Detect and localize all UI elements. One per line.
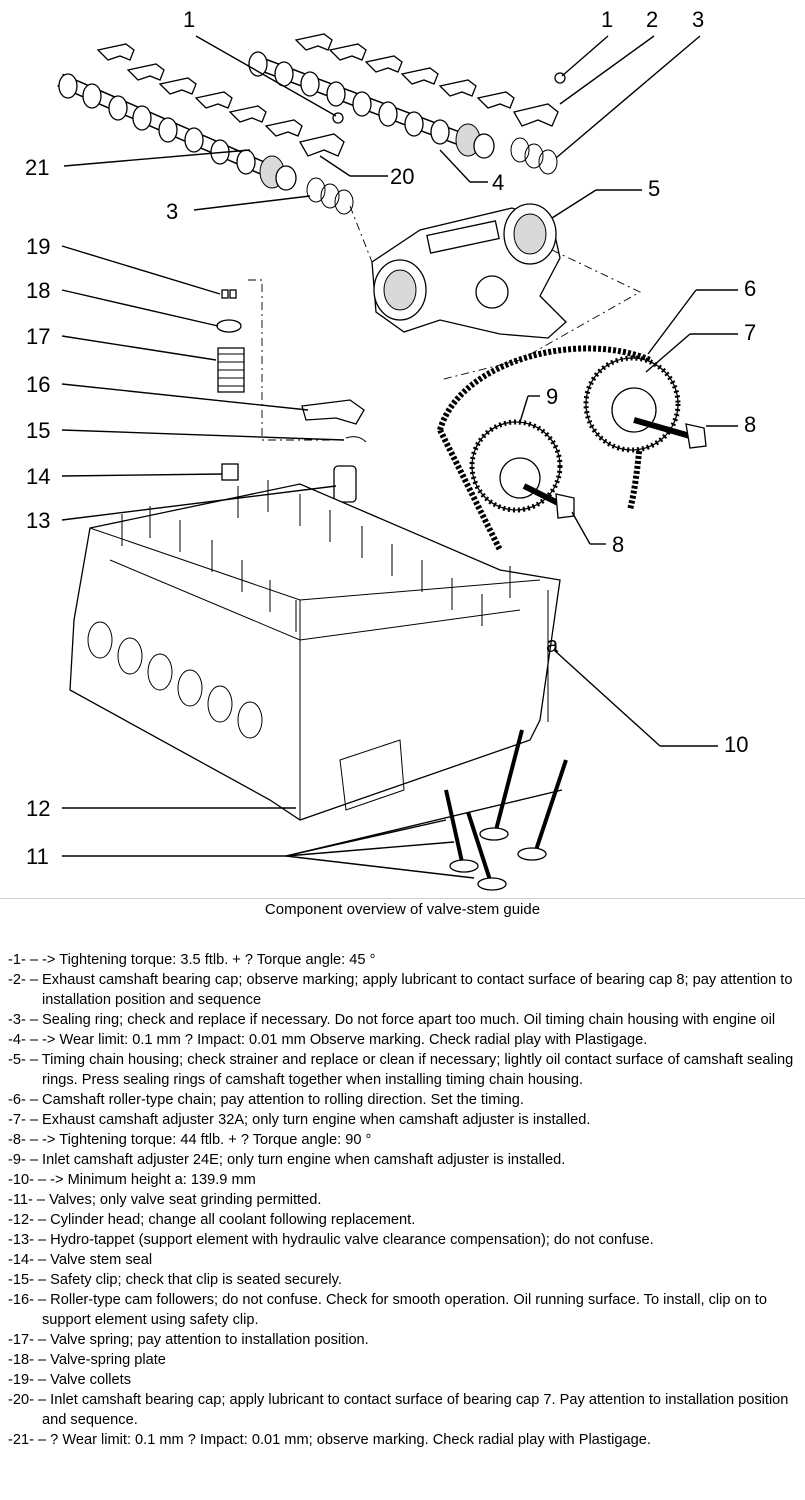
inlet-camshaft-adjuster: [469, 419, 575, 519]
timing-chain-housing: [371, 203, 567, 339]
valve-train-parts: [216, 289, 367, 503]
callout-3: 3: [166, 199, 178, 224]
cylinder-head: [69, 480, 561, 821]
callout-16: 16: [26, 372, 50, 397]
callout-1: 1: [183, 7, 195, 32]
legend-item: -5- – Timing chain housing; check strain…: [8, 1052, 794, 1088]
legend-item: -6- – Camshaft roller-type chain; pay at…: [8, 1092, 524, 1108]
diagram-svg: 1 1 2 3 21 20 4 3 5 19 6 18 7 17 16 9 8 …: [25, 7, 756, 891]
callout-12: 12: [26, 796, 50, 821]
parts-legend: -1- – -> Tightening torque: 3.5 ftlb. + …: [8, 950, 803, 1450]
ports: [87, 621, 263, 739]
callout-18: 18: [26, 278, 50, 303]
legend-item: -1- – -> Tightening torque: 3.5 ftlb. + …: [8, 952, 376, 968]
legend-item: -7- – Exhaust camshaft adjuster 32A; onl…: [8, 1112, 591, 1128]
callout-8: 8: [744, 412, 756, 437]
legend-item: -12- – Cylinder head; change all coolant…: [8, 1212, 416, 1228]
figure-caption: Component overview of valve-stem guide: [264, 901, 541, 918]
legend-item: -19- – Valve collets: [8, 1372, 132, 1388]
legend-item: -2- – Exhaust camshaft bearing cap; obse…: [8, 972, 793, 1008]
callout-10: 10: [724, 732, 748, 757]
roller-chain: [437, 345, 654, 552]
legend-item: -10- – -> Minimum height a: 139.9 mm: [8, 1172, 256, 1188]
valves: [444, 729, 568, 891]
legend-item: -21- – ? Wear limit: 0.1 mm ? Impact: 0.…: [8, 1432, 651, 1448]
callout-11: 11: [26, 844, 49, 869]
callout-9: 9: [546, 384, 558, 409]
inlet-bearing-caps: [96, 43, 345, 157]
legend-item: -9- – Inlet camshaft adjuster 24E; only …: [8, 1152, 566, 1168]
callout-20: 20: [390, 164, 414, 189]
legend-item: -14- – Valve stem seal: [8, 1252, 153, 1268]
callout-4: 4: [492, 170, 504, 195]
legend-item: -13- – Hydro-tappet (support element wit…: [8, 1232, 654, 1248]
callout-21: 21: [25, 155, 49, 180]
callout-19: 19: [26, 234, 50, 259]
exhaust-camshaft: [247, 51, 495, 159]
legend-item: -8- – -> Tightening torque: 44 ftlb. + ?…: [8, 1132, 372, 1148]
legend-item: -16- – Roller-type cam followers; do not…: [8, 1292, 767, 1328]
sealing-rings: [306, 137, 558, 215]
callout-2: 2: [646, 7, 658, 32]
callout-3: 3: [692, 7, 704, 32]
head-studs: [121, 480, 511, 632]
callout-15: 15: [26, 418, 50, 443]
callout-5: 5: [648, 176, 660, 201]
leader-lines: [61, 35, 738, 879]
callout-17: 17: [26, 324, 50, 349]
callout-14: 14: [26, 464, 50, 489]
legend-item: -18- – Valve-spring plate: [8, 1352, 166, 1368]
exploded-view-diagram: 1 1 2 3 21 20 4 3 5 19 6 18 7 17 16 9 8 …: [0, 7, 805, 899]
callout-1: 1: [601, 7, 613, 32]
callouts: 1 1 2 3 21 20 4 3 5 19 6 18 7 17 16 9 8 …: [25, 7, 756, 869]
exhaust-bearing-caps: [294, 33, 566, 127]
callout-13: 13: [26, 508, 50, 533]
legend-item: -15- – Safety clip; check that clip is s…: [8, 1272, 342, 1288]
callout-6: 6: [744, 276, 756, 301]
dimension-a-label: a: [546, 632, 559, 657]
alignment-lines: [248, 205, 641, 441]
legend-item: -4- – -> Wear limit: 0.1 mm ? Impact: 0.…: [8, 1032, 648, 1048]
inlet-camshaft: [57, 73, 297, 191]
legend-item: -11- – Valves; only valve seat grinding …: [8, 1192, 322, 1208]
legend-item: -20- – Inlet camshaft bearing cap; apply…: [8, 1392, 789, 1428]
legend-item: -3- – Sealing ring; check and replace if…: [8, 1012, 776, 1028]
callout-7: 7: [744, 320, 756, 345]
callout-8: 8: [612, 532, 624, 557]
legend-item: -17- – Valve spring; pay attention to in…: [8, 1332, 369, 1348]
exhaust-camshaft-adjuster: [583, 355, 707, 453]
